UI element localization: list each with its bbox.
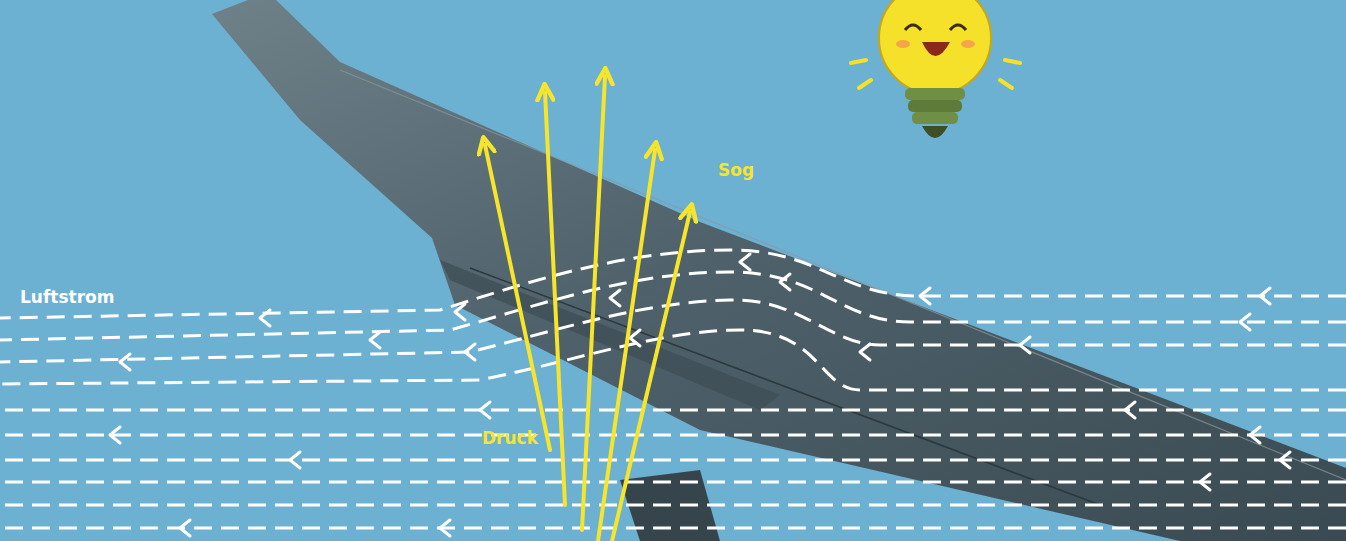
airflow-arrowhead	[740, 254, 750, 270]
airflow-arrowhead	[480, 402, 490, 418]
suction-label: Sog	[718, 162, 754, 179]
airflow-arrowhead	[1020, 337, 1030, 353]
airflow-arrowhead	[180, 520, 190, 536]
airflow-arrowhead	[455, 304, 465, 320]
airflow-arrowheads	[110, 254, 1290, 536]
lift-arrows	[485, 76, 690, 541]
airflow-arrowhead	[465, 344, 475, 360]
airflow-line	[0, 481, 1346, 484]
lightbulb-icon	[851, 0, 1020, 138]
airflow-line	[0, 527, 1346, 530]
airflow-label: Luftstrom	[20, 289, 114, 306]
airflow-arrowhead	[780, 274, 790, 290]
lift-arrow	[612, 212, 690, 541]
airflow-arrowhead	[920, 288, 930, 304]
airflow-arrowhead	[110, 427, 120, 443]
airflow-line	[0, 409, 1346, 412]
airflow-arrowhead	[1280, 452, 1290, 468]
airflow-line	[0, 459, 1346, 462]
airflow-line	[0, 504, 1346, 507]
airflow-arrowhead	[1260, 288, 1270, 304]
airflow-arrowhead	[1250, 427, 1260, 443]
airflow-arrowhead	[1125, 402, 1135, 418]
airflow-arrowhead	[860, 344, 870, 360]
lift-arrow	[582, 76, 605, 530]
airflow-arrowhead	[1240, 314, 1250, 330]
airflow-arrowhead	[1200, 474, 1210, 490]
airflow-arrowhead	[610, 290, 620, 306]
airflow-arrowhead	[370, 332, 380, 348]
airflow-arrowhead	[260, 310, 270, 326]
airflow-arrowhead	[440, 520, 450, 536]
pressure-label: Druck	[482, 430, 538, 447]
airflow-line	[0, 330, 1346, 390]
lift-arrow	[485, 145, 550, 450]
airflow-arrowhead	[630, 330, 640, 346]
airflow-line	[0, 300, 1346, 362]
airflow-arrowhead	[120, 354, 130, 370]
airflow-line	[0, 434, 1346, 437]
lift-arrow	[545, 92, 565, 505]
airflow-arrowhead	[290, 452, 300, 468]
